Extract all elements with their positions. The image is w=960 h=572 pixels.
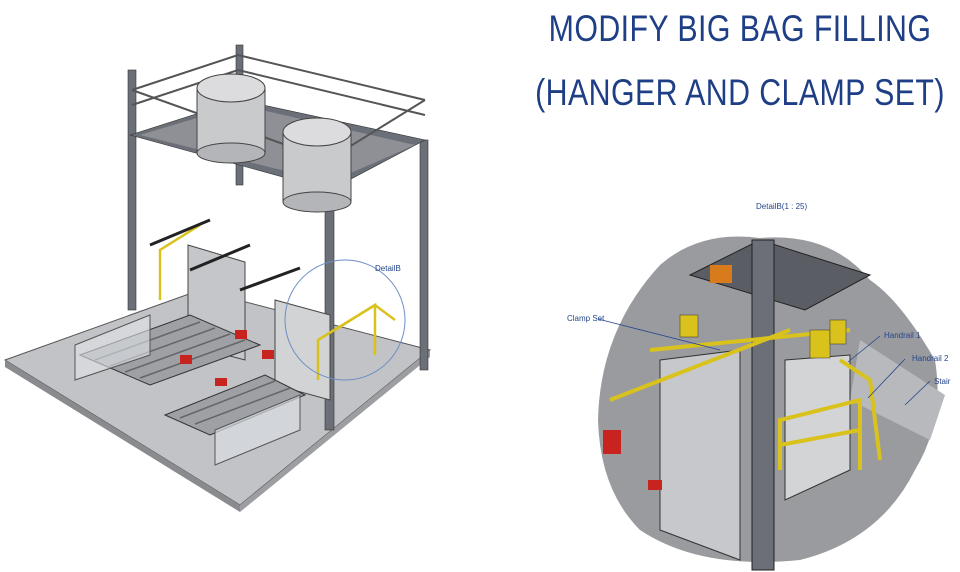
label-clamp-set: Clamp Set (567, 314, 605, 323)
detail-yellow-rails (609, 328, 882, 470)
tank-2 (282, 117, 352, 213)
detail-caption: DetailB(1 : 25) (756, 202, 808, 211)
clamp-bars (149, 218, 301, 292)
detail-orange-motor (710, 265, 732, 283)
title-line-1: MODIFY BIG BAG FILLING (548, 8, 932, 49)
big-bag-2 (274, 299, 331, 401)
detail-big-bag (659, 349, 741, 561)
leader-lines (597, 318, 931, 406)
detail-view (598, 236, 945, 571)
tank-1 (196, 73, 266, 164)
label-stair: Stair (934, 377, 951, 386)
guard-panel-left (74, 314, 151, 381)
roller-conveyor-1 (78, 314, 262, 386)
detail-b-circle (284, 259, 406, 381)
yellow-handrail (158, 223, 396, 380)
guard-panel (214, 394, 301, 466)
detail-b-callout: DetailB (375, 264, 401, 273)
roller-conveyor-2 (163, 374, 307, 436)
title-line-2: (HANGER AND CLAMP SET) (535, 72, 945, 113)
detail-clamps (679, 314, 847, 359)
detail-column (751, 239, 775, 571)
label-handrail-2: Handrail 2 (912, 354, 949, 363)
red-motors (180, 330, 274, 386)
label-handrail-1: Handrail 1 (884, 331, 921, 340)
detail-red-motor (603, 430, 621, 454)
